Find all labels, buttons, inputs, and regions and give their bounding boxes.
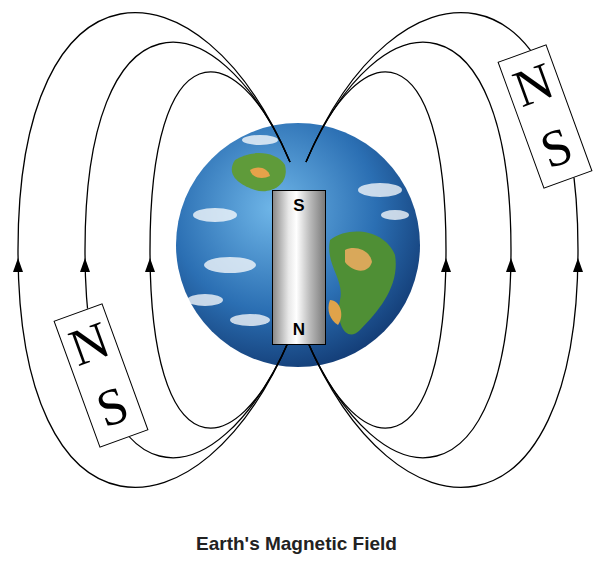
pole-letter: N bbox=[63, 313, 116, 375]
field-line bbox=[85, 42, 290, 457]
bar-magnet: SN bbox=[272, 190, 326, 345]
pole-letter: S bbox=[534, 118, 579, 177]
pole-letter: S bbox=[90, 377, 135, 436]
field-line bbox=[306, 42, 511, 457]
earth-disc bbox=[176, 123, 420, 367]
globe bbox=[176, 123, 420, 367]
land bbox=[345, 248, 372, 271]
pole-letter: N bbox=[507, 54, 560, 116]
figure-caption: Earth's Magnetic Field bbox=[0, 533, 593, 555]
land bbox=[250, 168, 270, 178]
field-line bbox=[306, 13, 578, 488]
pole-letter: S bbox=[293, 197, 304, 214]
field-line bbox=[18, 13, 290, 488]
pole-letter: N bbox=[293, 321, 305, 338]
land bbox=[329, 232, 396, 335]
compass-magnet: NS bbox=[53, 303, 148, 448]
field-lines bbox=[18, 13, 578, 488]
land bbox=[232, 153, 286, 191]
field-line bbox=[306, 72, 446, 428]
field-line bbox=[150, 72, 290, 428]
land bbox=[328, 300, 341, 325]
compass-magnet: NS bbox=[497, 44, 592, 189]
